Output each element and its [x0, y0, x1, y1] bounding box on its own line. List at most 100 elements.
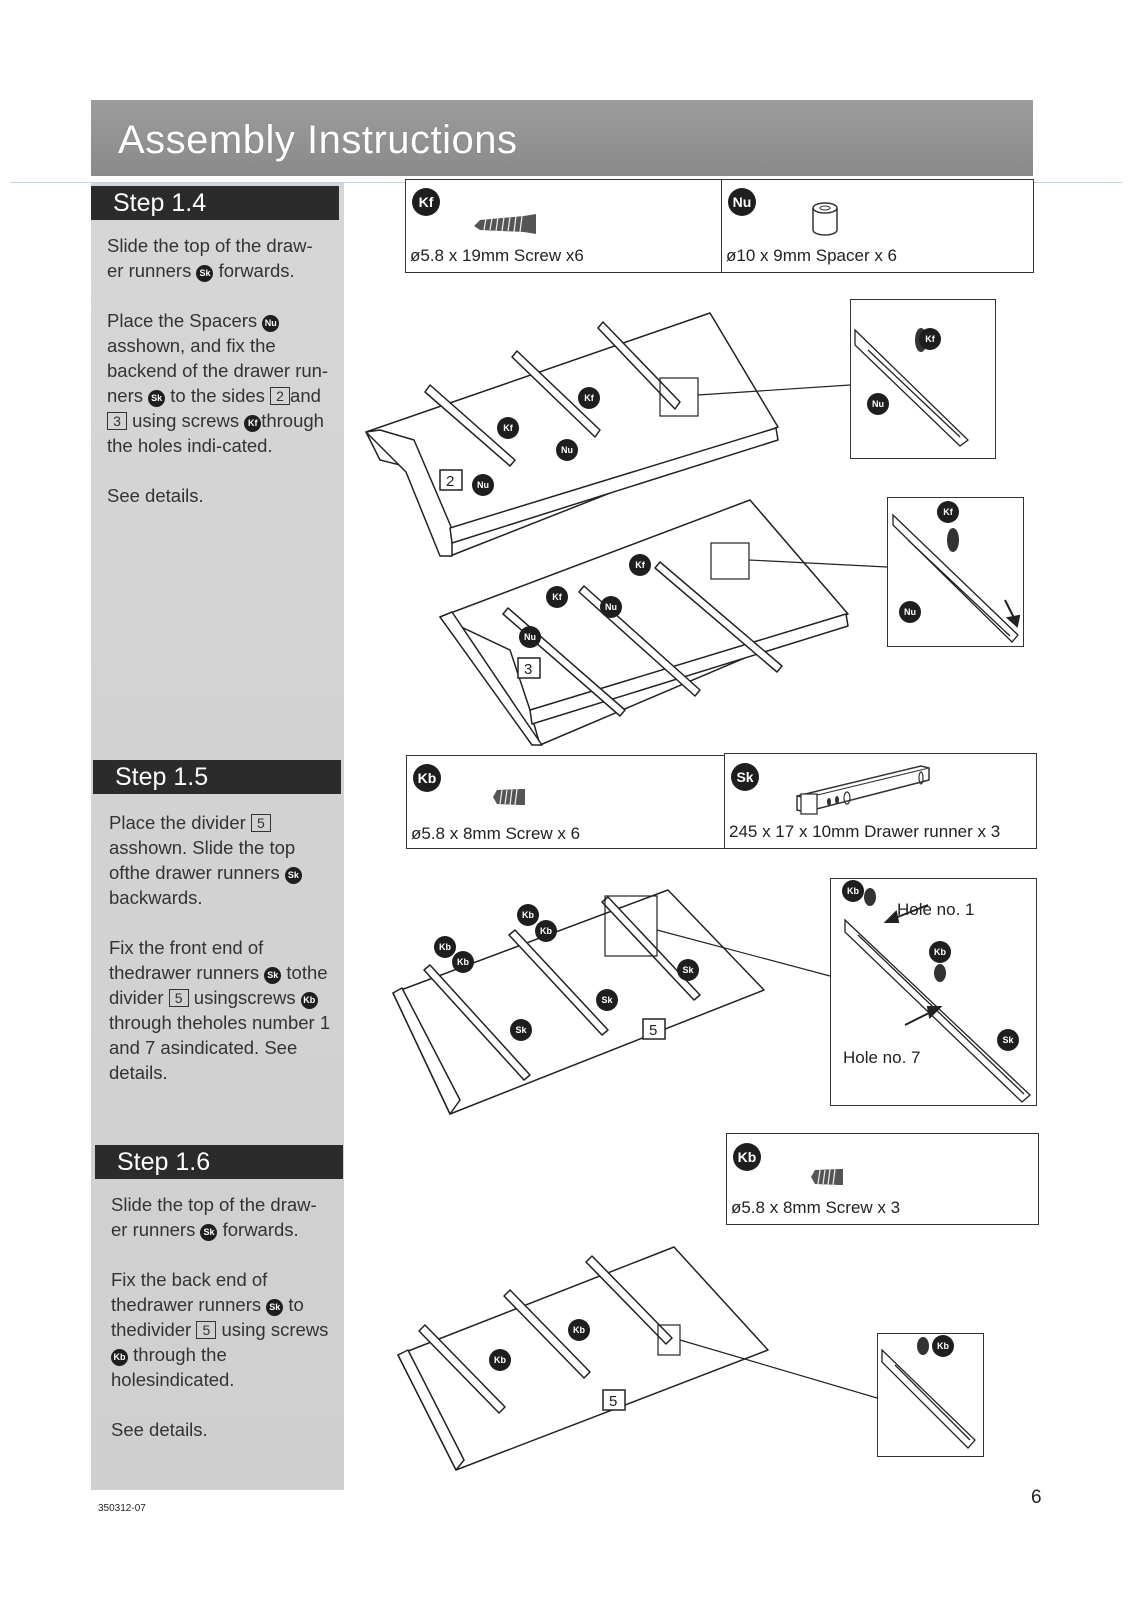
- svg-text:Sk: Sk: [1002, 1035, 1014, 1045]
- step-text-segment: indicated.: [155, 1369, 235, 1390]
- part-box-nu: Nu ø10 x 9mm Spacer x 6: [721, 179, 1034, 273]
- step-text-segment: shown, and fix the back: [107, 335, 276, 381]
- detail-box-1: [850, 299, 996, 459]
- step-text-segment: See details.: [107, 485, 204, 506]
- kb-badge: Kb: [413, 764, 441, 792]
- hole-1-label: Hole no. 1: [897, 900, 975, 919]
- sk-icon: Sk: [284, 867, 302, 884]
- svg-text:Nu: Nu: [904, 607, 916, 617]
- part-number-box: 2: [270, 387, 291, 405]
- part-3-callout: 3: [524, 661, 532, 678]
- svg-text:Kb: Kb: [457, 957, 469, 967]
- svg-text:Kf: Kf: [943, 507, 953, 517]
- step-1-4-heading: Step 1.4: [91, 186, 339, 220]
- step-text-segment: backwards.: [109, 887, 203, 908]
- kb2-badge: Kb: [733, 1143, 761, 1171]
- part-number-box: 3: [107, 412, 127, 430]
- step-paragraph: See details.: [111, 1417, 333, 1442]
- nu-badge: Nu: [728, 188, 756, 216]
- step-1-5-heading: Step 1.5: [93, 760, 341, 794]
- sk-icon: Sk: [148, 390, 166, 407]
- step-paragraph: Slide the top of the draw-er runners Sk …: [111, 1192, 333, 1242]
- step-text-segment: Place the Spacers: [107, 310, 263, 331]
- step-text-segment: using: [188, 987, 239, 1008]
- svg-text:Nu: Nu: [605, 602, 617, 612]
- step-text-segment: Fix the back end of the: [111, 1269, 268, 1315]
- hole-7-label: Hole no. 7: [843, 1048, 921, 1067]
- step-text-segment: drawer runners: [136, 1294, 267, 1315]
- step-text-segment: er runners: [111, 1219, 201, 1240]
- short-screw-icon-2: [811, 1168, 843, 1186]
- svg-text:Kb: Kb: [847, 886, 859, 896]
- spacer-icon: [812, 202, 838, 236]
- step-text-segment: as: [107, 335, 127, 356]
- kb-label: ø5.8 x 8mm Screw x 6: [411, 824, 581, 843]
- sk-badge: Sk: [731, 763, 759, 791]
- screw-icon: [474, 214, 536, 234]
- part-box-sk: Sk 245 x 17 x 10mm Drawer runner x 3: [724, 753, 1037, 849]
- step-text-segment: the drawer runners: [124, 862, 285, 883]
- step-paragraph: Fix the back end of thedrawer runners Sk…: [111, 1267, 333, 1392]
- sk-icon: Sk: [200, 1224, 218, 1241]
- part-number-box: 5: [196, 1321, 217, 1339]
- step-paragraph: See details.: [107, 483, 329, 508]
- step-paragraph: Place the Spacers Nu asshown, and fix th…: [107, 308, 329, 458]
- sk-label: 245 x 17 x 10mm Drawer runner x 3: [729, 822, 1001, 841]
- step-text-segment: Fix the front end of the: [109, 937, 264, 983]
- sidebar: [91, 183, 344, 1490]
- kf-label: ø5.8 x 19mm Screw x6: [410, 246, 584, 265]
- kf-badge: Kf: [412, 188, 440, 216]
- step-text-segment: using screws: [216, 1319, 329, 1340]
- svg-text:Kb: Kb: [522, 910, 534, 920]
- nu-label: ø10 x 9mm Spacer x 6: [726, 246, 898, 265]
- step-text-segment: and: [290, 385, 321, 406]
- step-text-segment: holes number 1 and 7 as: [109, 1012, 331, 1058]
- part-box-kb-2: Kb ø5.8 x 8mm Screw x 3: [726, 1133, 1039, 1225]
- sk-icon: Sk: [264, 967, 282, 984]
- short-screw-icon: [493, 788, 525, 806]
- side-panel-3: [439, 499, 849, 746]
- step-text-segment: er runners: [107, 260, 197, 281]
- step-text-segment: shown. Slide the top of: [109, 837, 296, 883]
- detail-box-3: [830, 878, 1037, 1106]
- svg-text:Kf: Kf: [925, 334, 935, 344]
- svg-text:Kb: Kb: [934, 947, 946, 957]
- svg-text:Kf: Kf: [584, 393, 594, 403]
- step-1-6-heading: Step 1.6: [95, 1145, 343, 1179]
- step-text-segment: the divider: [109, 962, 328, 1008]
- step-text-segment: Slide the top of the draw-: [107, 235, 313, 256]
- sk-icon: Sk: [266, 1299, 284, 1316]
- step-text-segment: through the: [109, 1012, 203, 1033]
- step-text-segment: using screws: [127, 410, 245, 431]
- part-5-callout: 5: [649, 1022, 657, 1039]
- part-2-callout: 2: [446, 473, 454, 490]
- svg-text:Kf: Kf: [635, 560, 645, 570]
- svg-text:Nu: Nu: [872, 399, 884, 409]
- step-1-6-text: Slide the top of the draw-er runners Sk …: [111, 1192, 333, 1467]
- step-text-segment: indicated. See details.: [109, 1037, 298, 1083]
- step-text-segment: through the holes: [111, 1344, 227, 1390]
- step-text-segment: end of the drawer run-: [146, 360, 329, 381]
- step-1-4-text: Slide the top of the draw-er runners Sk …: [107, 233, 329, 533]
- step-text-segment: divider: [136, 1319, 197, 1340]
- page-title: Assembly Instructions: [118, 118, 518, 162]
- svg-text:Sk: Sk: [601, 995, 613, 1005]
- step-text-segment: to the: [111, 1294, 304, 1340]
- part-number-box: 5: [250, 814, 271, 832]
- svg-text:Kf: Kf: [503, 423, 513, 433]
- part-number-box: 5: [168, 989, 189, 1007]
- nu-icon: Nu: [262, 315, 280, 332]
- step-1-5-text: Place the divider 5 asshown. Slide the t…: [109, 810, 331, 1110]
- step-text-segment: as: [109, 837, 129, 858]
- step-text-segment: screws: [238, 987, 301, 1008]
- part-5b-callout: 5: [609, 1393, 617, 1410]
- svg-text:Sk: Sk: [682, 965, 694, 975]
- svg-text:Sk: Sk: [515, 1025, 527, 1035]
- step-text-segment: forwards.: [213, 260, 295, 281]
- step-text-segment: through the holes indi-: [107, 410, 324, 456]
- step-text-segment: See details.: [111, 1419, 208, 1440]
- svg-text:Kb: Kb: [439, 942, 451, 952]
- step-text-segment: cated.: [222, 435, 273, 456]
- drawer-runner-icon: [796, 765, 930, 815]
- step-paragraph: Place the divider 5 asshown. Slide the t…: [109, 810, 331, 910]
